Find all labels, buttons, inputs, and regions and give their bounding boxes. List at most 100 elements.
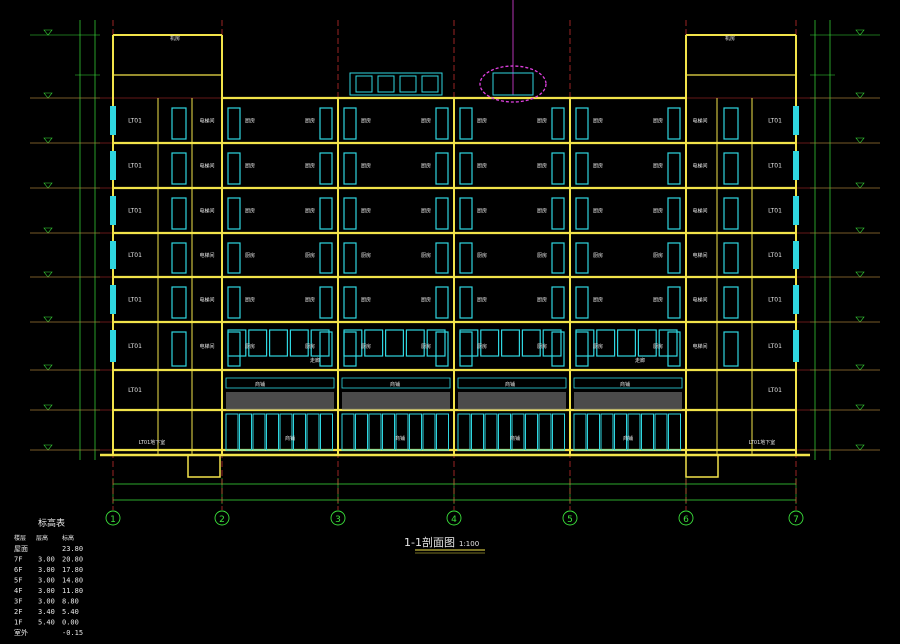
axis-bubble xyxy=(788,510,804,526)
room-label: 厨房 xyxy=(421,252,431,259)
storefront-glazing xyxy=(637,329,657,357)
window xyxy=(459,286,473,319)
roof-equipment-window xyxy=(355,75,373,93)
shop-glazing xyxy=(587,413,600,451)
elevation-symbol xyxy=(43,182,53,189)
window xyxy=(459,107,473,140)
room-label: 厨房 xyxy=(477,252,487,259)
storefront-glazing xyxy=(658,329,678,357)
shop-glazing xyxy=(252,413,266,451)
elevation-symbol xyxy=(43,444,53,451)
elevation-table-cell: 1F xyxy=(14,619,22,627)
stair-room-label: 电梯间 xyxy=(199,252,214,259)
shop-label: 商铺 xyxy=(390,381,400,388)
shop-glazing xyxy=(266,413,279,451)
shop-glazing xyxy=(484,413,498,451)
foundation-pit xyxy=(685,454,719,478)
stair-room-label: 电梯间 xyxy=(199,163,214,170)
window xyxy=(343,286,357,319)
facade-window xyxy=(110,196,116,225)
shop-label: 商铺 xyxy=(510,435,520,442)
room-label: 厨房 xyxy=(421,208,431,215)
room-label: 厨房 xyxy=(245,118,255,125)
shop-label: 商铺 xyxy=(395,435,405,442)
shop-glazing xyxy=(279,413,293,451)
elevation-table-cell: 20.80 xyxy=(62,556,83,564)
axis-number: 1 xyxy=(110,515,116,525)
room-label: 厨房 xyxy=(653,297,663,304)
shop-glazing xyxy=(320,413,333,451)
room-label: 厨房 xyxy=(245,208,255,215)
roof-hatch xyxy=(492,72,534,96)
shop-glazing xyxy=(436,413,449,451)
storefront-glazing xyxy=(248,329,268,357)
stair-core-label: LT01 xyxy=(128,118,142,125)
room-label: 厨房 xyxy=(421,118,431,125)
axis-bubble xyxy=(330,510,346,526)
elevation-symbol xyxy=(855,271,865,278)
shop-canopy xyxy=(226,392,334,410)
stair-window xyxy=(723,242,739,274)
room-label: 厨房 xyxy=(361,163,371,170)
elevation-table-cell: 3.00 xyxy=(38,577,55,585)
shop-glazing xyxy=(600,413,614,451)
elevation-table-cell: 3.00 xyxy=(38,556,55,564)
stair-room-label: 电梯间 xyxy=(692,343,707,350)
window xyxy=(227,197,241,230)
facade-window xyxy=(110,330,116,362)
stair-window xyxy=(723,107,739,140)
shop-glazing xyxy=(668,413,681,451)
shop-label: 商铺 xyxy=(623,435,633,442)
room-label: 厨房 xyxy=(421,163,431,170)
shop-label: 商铺 xyxy=(285,435,295,442)
axis-number: 2 xyxy=(219,515,225,525)
room-label: 厨房 xyxy=(593,297,603,304)
shop-glazing xyxy=(538,413,552,451)
elevation-symbol xyxy=(855,444,865,451)
window xyxy=(319,152,333,185)
room-label: 厨房 xyxy=(593,252,603,259)
window xyxy=(551,331,565,367)
elevation-table-cell: 室外 xyxy=(14,628,28,637)
shop-glazing xyxy=(382,413,395,451)
table-header-floor: 楼层 xyxy=(14,534,26,542)
elevation-table-cell: 5.40 xyxy=(62,608,79,616)
foundation-pit xyxy=(187,454,221,478)
corridor-label: 走廊 xyxy=(310,357,320,364)
storefront-glazing xyxy=(385,329,405,357)
elevation-table-cell: 7F xyxy=(14,556,22,564)
elevation-table-cell: 2F xyxy=(14,608,22,616)
stair-window xyxy=(723,197,739,230)
room-label: 厨房 xyxy=(537,297,547,304)
elevation-symbol xyxy=(43,364,53,371)
stair-window xyxy=(171,152,187,185)
window xyxy=(575,286,589,319)
storefront-glazing xyxy=(459,329,479,357)
elevation-symbol xyxy=(855,227,865,234)
roof-equipment-window xyxy=(377,75,395,93)
window xyxy=(227,107,241,140)
window xyxy=(343,197,357,230)
room-label: 厨房 xyxy=(653,252,663,259)
stair-core-label: LT01 xyxy=(128,163,142,170)
facade-window xyxy=(793,241,799,269)
storefront-glazing xyxy=(289,329,309,357)
elevation-symbol xyxy=(855,137,865,144)
room-label: 厨房 xyxy=(537,118,547,125)
elevation-table-cell: 14.80 xyxy=(62,577,83,585)
elevation-table-cell: 3.40 xyxy=(38,608,55,616)
room-label: 厨房 xyxy=(305,252,315,259)
stair-window xyxy=(171,107,187,140)
facade-window xyxy=(793,106,799,135)
shop-glazing xyxy=(654,413,668,451)
window xyxy=(319,286,333,319)
room-label: 厨房 xyxy=(477,297,487,304)
stair-core-label: LT01 xyxy=(768,343,782,350)
elevation-table-cell: 5.40 xyxy=(38,619,55,627)
window xyxy=(435,242,449,274)
shop-glazing xyxy=(614,413,627,451)
elevation-symbol xyxy=(43,271,53,278)
roof-equipment-window xyxy=(399,75,417,93)
stair-core-label: LT01 xyxy=(128,343,142,350)
shop-glazing xyxy=(573,413,587,451)
